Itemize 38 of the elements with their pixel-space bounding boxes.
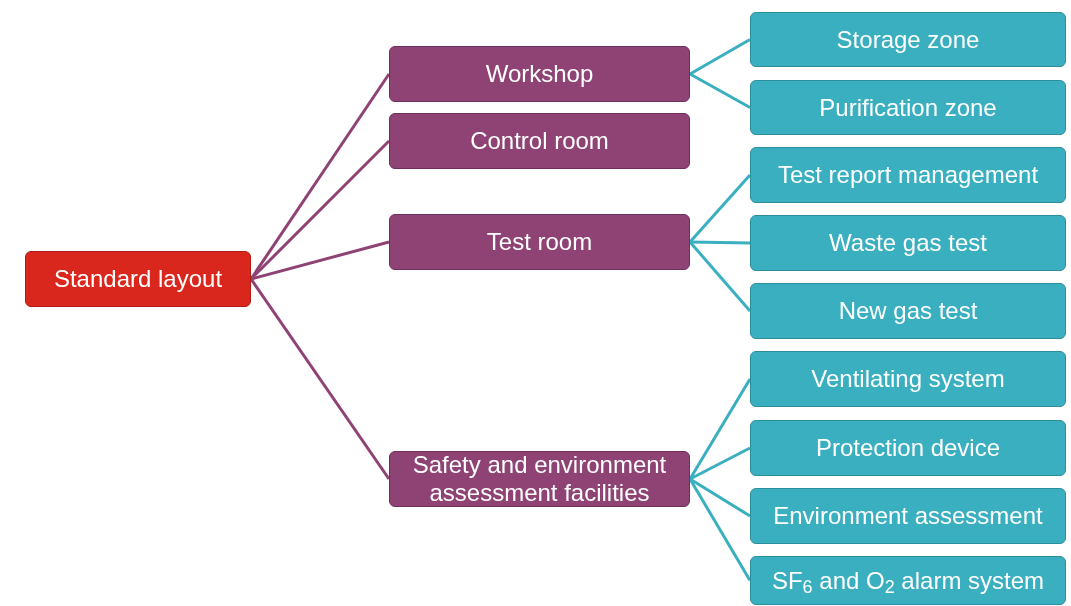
box-label: Test room bbox=[486, 228, 593, 256]
connector-line bbox=[689, 477, 751, 518]
box-label: New gas test bbox=[838, 297, 978, 325]
connector-line bbox=[688, 174, 752, 243]
category-box bbox=[389, 214, 690, 270]
item-box bbox=[750, 556, 1066, 605]
item-box bbox=[750, 147, 1066, 203]
item-box bbox=[750, 420, 1066, 476]
box-label: Environment assessment bbox=[773, 502, 1043, 530]
box-label: Protection device bbox=[815, 434, 1001, 462]
connector-line bbox=[688, 378, 752, 480]
connector-line bbox=[688, 241, 752, 312]
connector-line bbox=[689, 72, 751, 109]
item-box bbox=[750, 215, 1066, 271]
box-label: Workshop bbox=[485, 60, 594, 88]
box-label: Ventilating system bbox=[811, 365, 1005, 393]
box-label: SF$_{6}$ and O$_{2}$ alarm system bbox=[771, 566, 1045, 595]
connector-line bbox=[689, 240, 751, 245]
connector-line bbox=[689, 446, 751, 481]
box-label: Control room bbox=[470, 127, 609, 155]
box-label: Test report management bbox=[777, 161, 1039, 189]
connector-line bbox=[688, 478, 752, 582]
connector-line bbox=[249, 278, 391, 480]
box-label: Storage zone bbox=[836, 25, 980, 54]
connector-line bbox=[250, 240, 390, 281]
item-box bbox=[750, 283, 1066, 339]
connector-line bbox=[689, 38, 751, 76]
item-box bbox=[750, 351, 1066, 407]
item-box bbox=[750, 488, 1066, 544]
category-box bbox=[389, 46, 690, 102]
item-box bbox=[750, 12, 1066, 67]
root-box bbox=[25, 251, 251, 307]
box-label: Safety and environment assessment facilities bbox=[411, 451, 668, 507]
box-label: Waste gas test bbox=[829, 229, 987, 257]
category-box bbox=[389, 113, 690, 169]
item-box bbox=[750, 80, 1066, 135]
box-label: Standard layout bbox=[53, 265, 223, 293]
box-label: Purification zone bbox=[819, 93, 997, 122]
